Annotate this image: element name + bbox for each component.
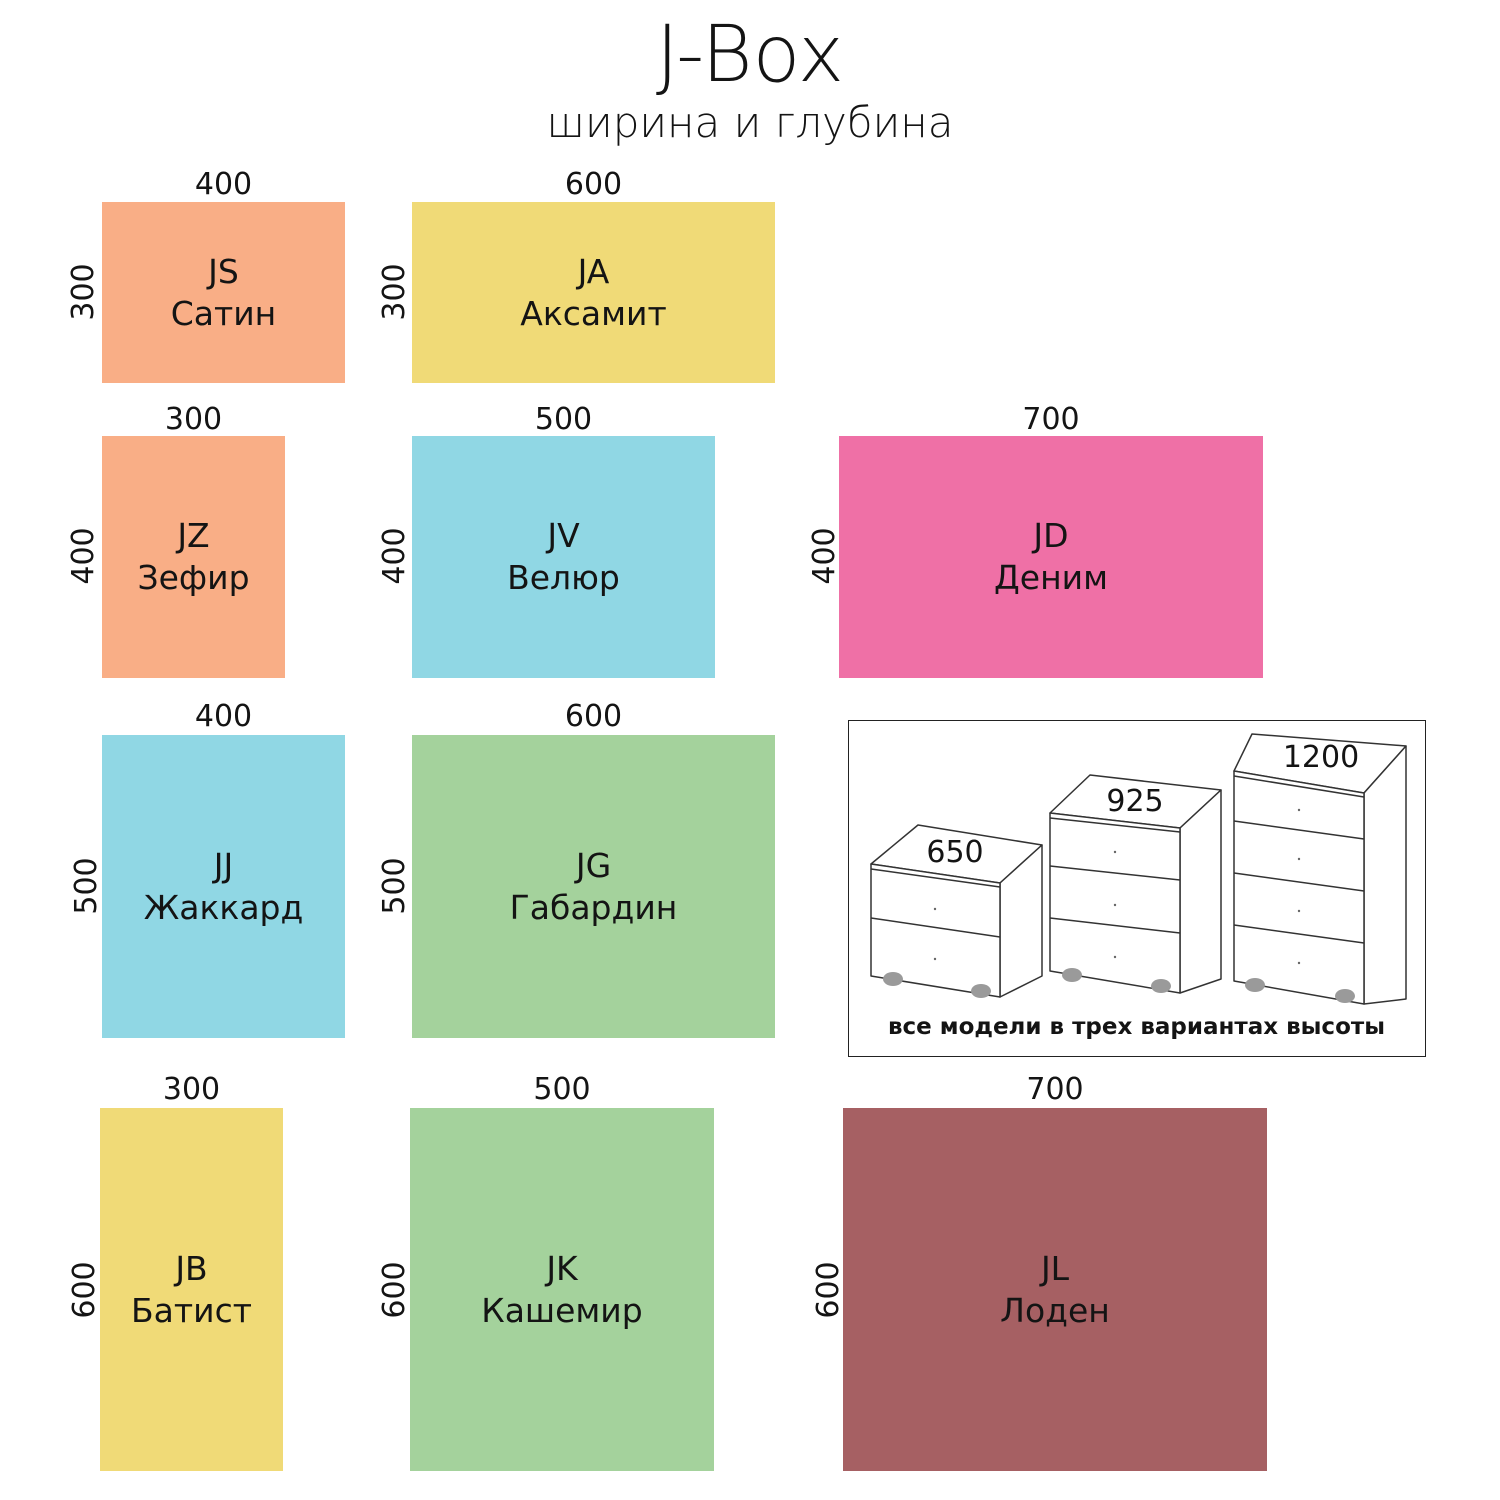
depth-label: 600 xyxy=(67,1261,102,1319)
depth-label: 500 xyxy=(69,857,104,915)
width-label: 600 xyxy=(564,699,623,734)
cabinet-illustrations: 650 925 1200 xyxy=(870,733,1407,1005)
depth-label: 400 xyxy=(377,527,412,585)
width-label: 600 xyxy=(564,167,623,202)
cabinet-925-illustration xyxy=(1049,774,1222,994)
width-label: 700 xyxy=(1026,1072,1084,1107)
width-label: 400 xyxy=(194,699,253,734)
model-code: JB xyxy=(175,1248,208,1288)
model-name: Лоден xyxy=(1000,1290,1110,1330)
model-box-jz: JZ Зефир xyxy=(102,436,285,678)
height-label-925: 925 xyxy=(1106,784,1163,819)
height-label-1200: 1200 xyxy=(1283,740,1359,775)
model-name: Габардин xyxy=(509,887,678,927)
model-code: JL xyxy=(1040,1248,1070,1288)
model-name: Велюр xyxy=(507,558,620,597)
depth-label: 300 xyxy=(377,263,412,321)
model-name: Жаккард xyxy=(143,887,304,927)
model-box-jk: JK Кашемир xyxy=(410,1108,714,1471)
model-box-jv: JV Велюр xyxy=(412,436,715,678)
depth-label: 500 xyxy=(377,857,412,915)
model-code: JK xyxy=(546,1248,578,1288)
model-box-jl: JL Лоден xyxy=(843,1108,1267,1471)
height-label-650: 650 xyxy=(926,835,983,870)
model-code: JG xyxy=(575,845,612,885)
depth-label: 300 xyxy=(66,263,101,321)
model-name: Аксамит xyxy=(520,293,667,333)
model-box-jg: JG Габардин xyxy=(412,735,775,1038)
model-box-jj: JJ Жаккард xyxy=(102,735,345,1038)
width-label: 300 xyxy=(164,402,223,437)
cabinet-1200-illustration xyxy=(1233,733,1407,1005)
model-name: Сатин xyxy=(170,293,277,333)
model-box-jb: JB Батист xyxy=(100,1108,283,1471)
model-code: JA xyxy=(577,251,610,291)
cabinet-650-illustration xyxy=(870,824,1043,998)
model-code: JJ xyxy=(213,845,234,885)
model-name: Кашемир xyxy=(481,1290,643,1330)
model-name: Зефир xyxy=(137,558,250,597)
model-code: JV xyxy=(547,516,580,555)
model-code: JS xyxy=(208,251,239,291)
page-subtitle: ширина и глубина xyxy=(546,98,954,147)
width-label: 300 xyxy=(162,1072,221,1107)
model-box-jd: JD Деним xyxy=(839,436,1263,678)
model-box-js: JS Сатин xyxy=(102,202,345,383)
height-variants-caption: все модели в трех вариантах высоты xyxy=(887,1014,1385,1040)
width-label: 700 xyxy=(1022,402,1080,437)
page-title: J-Box xyxy=(655,10,845,100)
depth-label: 400 xyxy=(66,527,101,585)
model-name: Деним xyxy=(993,558,1108,597)
depth-label: 600 xyxy=(811,1261,846,1319)
width-label: 500 xyxy=(534,402,593,437)
width-label: 500 xyxy=(533,1072,591,1107)
model-box-ja: JA Аксамит xyxy=(412,202,775,383)
height-variants-panel: 650 925 1200 все модели в трех вариантах… xyxy=(848,720,1426,1057)
depth-label: 400 xyxy=(807,527,842,585)
model-code: JD xyxy=(1033,516,1069,555)
model-name: Батист xyxy=(131,1290,252,1330)
depth-label: 600 xyxy=(377,1261,412,1319)
model-code: JZ xyxy=(177,516,210,555)
width-label: 400 xyxy=(194,167,253,202)
